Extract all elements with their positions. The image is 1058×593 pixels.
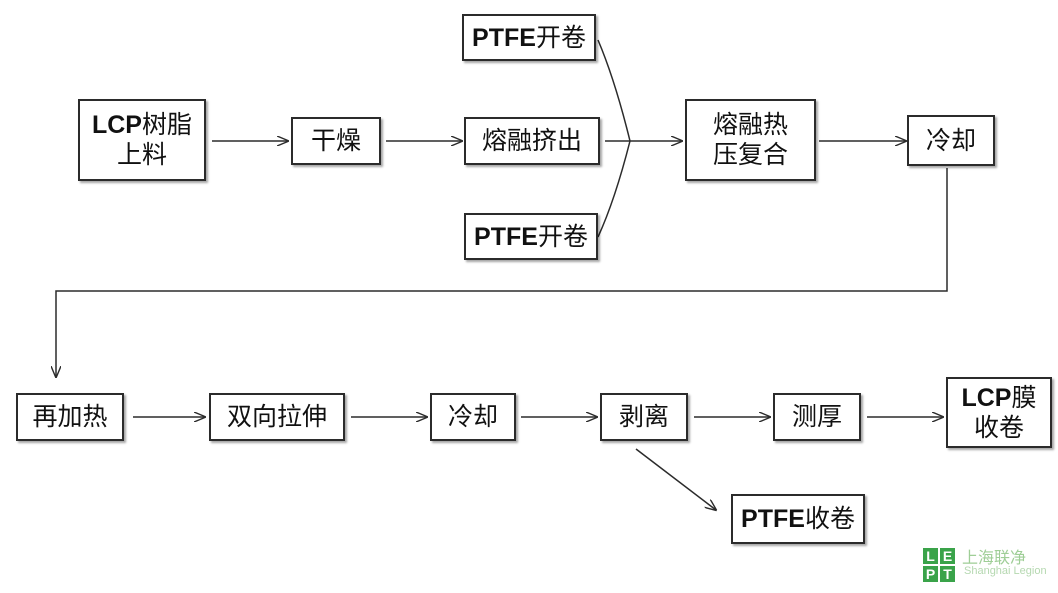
node-ptfe-unwind-top: PTFE开卷 bbox=[462, 14, 596, 61]
node-reheat: 再加热 bbox=[16, 393, 124, 441]
node-lcp-feed-line2: 上料 bbox=[116, 140, 167, 169]
node-ptfe-unwind-bottom-latin: PTFE bbox=[474, 222, 538, 251]
node-lcp-film-rewind: LCP膜 收卷 bbox=[946, 377, 1052, 448]
node-melt-extrude: 熔融挤出 bbox=[464, 117, 600, 165]
node-ptfe-unwind-bottom: PTFE开卷 bbox=[464, 213, 598, 260]
logo-mark-icon: L E P T bbox=[922, 547, 956, 583]
line-ptfe-top-merge bbox=[597, 39, 631, 142]
node-cooling-1: 冷却 bbox=[907, 115, 995, 166]
node-cooling-1-label: 冷却 bbox=[925, 125, 976, 155]
node-lcp-feed: LCP树脂 上料 bbox=[78, 99, 206, 181]
line-ptfe-bottom-merge bbox=[597, 140, 631, 238]
node-lcp-rewind-latin: LCP bbox=[961, 383, 1012, 412]
node-ptfe-unwind-top-cn: 开卷 bbox=[535, 22, 586, 52]
logo-letter: P bbox=[922, 565, 939, 583]
node-ptfe-unwind-bottom-cn: 开卷 bbox=[537, 221, 588, 251]
logo-name-cn: 上海联净 bbox=[962, 548, 1027, 567]
node-ptfe-unwind-top-latin: PTFE bbox=[472, 23, 536, 52]
node-cooling-2-label: 冷却 bbox=[447, 402, 498, 431]
node-drying-label: 干燥 bbox=[310, 126, 361, 155]
node-hot-press-composite: 熔融热 压复合 bbox=[685, 99, 816, 181]
node-lcp-feed-latin: LCP bbox=[91, 111, 142, 139]
node-ptfe-rewind-cn: 收卷 bbox=[804, 504, 855, 533]
node-lcp-rewind-cn: 膜 bbox=[1011, 382, 1037, 412]
logo-name-en: Shanghai Legion bbox=[964, 565, 1047, 577]
node-thickness-label: 测厚 bbox=[791, 402, 842, 431]
node-peeling: 剥离 bbox=[600, 393, 688, 441]
node-cooling-2: 冷却 bbox=[430, 393, 516, 441]
watermark-logo: L E P T 上海联净 Shanghai Legion bbox=[922, 547, 1054, 583]
logo-letter: E bbox=[939, 547, 956, 565]
arrow-cooling-to-reheat bbox=[56, 168, 948, 377]
node-biaxial-label: 双向拉伸 bbox=[226, 402, 327, 431]
node-lcp-feed-cn: 树脂 bbox=[141, 110, 192, 139]
node-hot-press-line2: 压复合 bbox=[712, 140, 788, 169]
node-melt-extrude-label: 熔融挤出 bbox=[481, 126, 582, 155]
node-drying: 干燥 bbox=[291, 117, 381, 165]
arrow-peel-to-ptfe-rewind bbox=[635, 448, 716, 510]
node-peeling-label: 剥离 bbox=[618, 402, 669, 431]
logo-letter: L bbox=[922, 547, 939, 565]
node-hot-press-line1: 熔融热 bbox=[712, 110, 788, 139]
node-biaxial-stretch: 双向拉伸 bbox=[209, 393, 345, 441]
node-lcp-rewind-line2: 收卷 bbox=[973, 412, 1024, 442]
node-ptfe-rewind-latin: PTFE bbox=[741, 505, 805, 533]
node-reheat-label: 再加热 bbox=[32, 402, 108, 431]
logo-letter: T bbox=[939, 565, 956, 583]
node-thickness-measure: 测厚 bbox=[773, 393, 861, 441]
node-ptfe-rewind: PTFE收卷 bbox=[731, 494, 865, 544]
